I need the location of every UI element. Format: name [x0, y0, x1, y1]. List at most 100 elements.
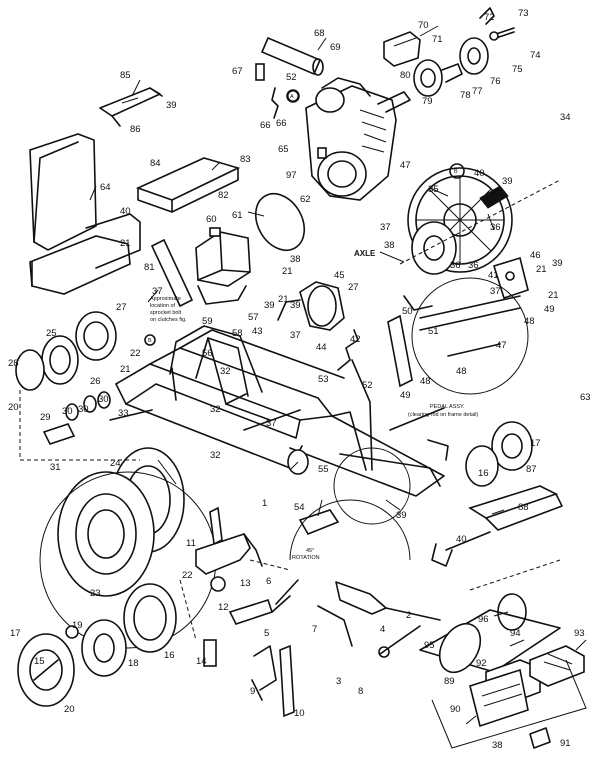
callout-58: 58: [232, 328, 243, 339]
callout-labels: 1234567891011121314151616171718192020212…: [8, 8, 591, 751]
pedal-detail: [419, 593, 587, 749]
callout-37: 37: [266, 418, 277, 429]
callout-48: 48: [420, 376, 431, 387]
muffler: [260, 36, 324, 76]
callout-41: 41: [488, 270, 499, 281]
callout-39: 39: [264, 300, 275, 311]
callout-5: 5: [264, 628, 269, 639]
note-line: ROTATION: [292, 555, 320, 561]
callout-40: 40: [120, 206, 131, 217]
note-line: location of: [150, 303, 176, 309]
callout-82: 82: [218, 190, 229, 201]
callout-51: 51: [428, 326, 439, 337]
group-bracket-left: [19, 390, 140, 461]
callout-56: 56: [202, 348, 213, 359]
callout-52: 52: [286, 72, 297, 83]
callout-74: 74: [530, 50, 541, 61]
callout-25: 25: [46, 328, 57, 339]
callout-87: 87: [526, 464, 537, 475]
callout-17: 17: [530, 438, 541, 449]
pedal-detail-circle: [411, 277, 529, 395]
axle-centerline: [399, 179, 561, 265]
callout-65: 65: [278, 144, 289, 155]
callout-45: 45: [334, 270, 345, 281]
callout-29: 29: [40, 412, 51, 423]
fuel-tank: [195, 227, 251, 287]
callout-84: 84: [150, 158, 161, 169]
callout-38: 38: [492, 740, 503, 751]
tank-bracket: [197, 285, 247, 305]
callout-20: 20: [64, 704, 75, 715]
group-bracket-pedal: [469, 559, 561, 591]
callout-83: 83: [240, 154, 251, 165]
callout-35: 35: [428, 184, 439, 195]
callout-12: 12: [218, 602, 229, 613]
callout-68: 68: [314, 28, 325, 39]
seat-bracket: [150, 238, 194, 308]
detail-b-label: B: [454, 169, 458, 175]
callout-61: 61: [232, 210, 243, 221]
seat-back: [29, 133, 97, 251]
callout-39: 39: [552, 258, 563, 269]
callout-57: 57: [248, 312, 259, 323]
callout-85: 85: [120, 70, 131, 81]
callout-63: 63: [580, 392, 591, 403]
callout-43: 43: [252, 326, 263, 337]
callout-71: 71: [432, 34, 443, 45]
front-wheel-right: [465, 421, 533, 487]
callout-6: 6: [266, 576, 271, 587]
callout-36: 36: [490, 222, 501, 233]
pedal-assy-note: PEDAL ASSY. (clearing rod on frame detai…: [408, 404, 478, 418]
callout-21: 21: [120, 364, 131, 375]
callout-32: 32: [220, 366, 231, 377]
callout-48: 48: [456, 366, 467, 377]
clutch-drum-left: [15, 311, 117, 391]
brake-drum: [299, 281, 345, 331]
callout-20: 20: [8, 402, 19, 413]
callout-91: 91: [560, 738, 571, 749]
callout-22: 22: [130, 348, 141, 359]
callout-38: 38: [384, 240, 395, 251]
callout-30: 30: [78, 404, 89, 415]
callout-39: 39: [396, 510, 407, 521]
callout-89: 89: [444, 676, 455, 687]
callout-47: 47: [400, 160, 411, 171]
callout-69: 69: [330, 42, 341, 53]
callout-21: 21: [548, 290, 559, 301]
callout-92: 92: [476, 658, 487, 669]
callout-27: 27: [116, 302, 127, 313]
callout-73: 73: [518, 8, 529, 19]
callout-36: 36: [450, 260, 461, 271]
callout-21: 21: [536, 264, 547, 275]
callout-18: 18: [128, 658, 139, 669]
axle-label: AXLE: [354, 249, 376, 258]
callout-42: 42: [350, 334, 361, 345]
callout-77: 77: [472, 86, 483, 97]
callout-28: 28: [8, 358, 19, 369]
callout-21: 21: [120, 238, 131, 249]
tie-rod-end: [298, 509, 340, 536]
callout-46: 46: [530, 250, 541, 261]
pedal-bracket: [431, 485, 563, 567]
brake-band: [277, 299, 301, 321]
callout-3: 3: [336, 676, 341, 687]
callout-54: 54: [294, 502, 305, 513]
callout-10: 10: [294, 708, 305, 719]
callout-8: 8: [358, 686, 363, 697]
callout-94: 94: [510, 628, 521, 639]
sprocket-note: Approximate location of sprocket bolt on…: [144, 296, 187, 346]
callout-59: 59: [202, 316, 213, 327]
spindle-detail-circle: [333, 447, 411, 525]
callout-30: 30: [62, 406, 73, 417]
callout-38: 38: [290, 254, 301, 265]
callout-53: 53: [318, 374, 329, 385]
callout-50: 50: [402, 306, 413, 317]
callout-17: 17: [10, 628, 21, 639]
callout-13: 13: [240, 578, 251, 589]
note-line: 45°: [306, 548, 314, 554]
callout-34: 34: [560, 112, 571, 123]
callout-21: 21: [282, 266, 293, 277]
note-line: Approximate: [150, 296, 181, 302]
callout-22: 22: [182, 570, 193, 581]
steering-wheel: [99, 87, 163, 127]
